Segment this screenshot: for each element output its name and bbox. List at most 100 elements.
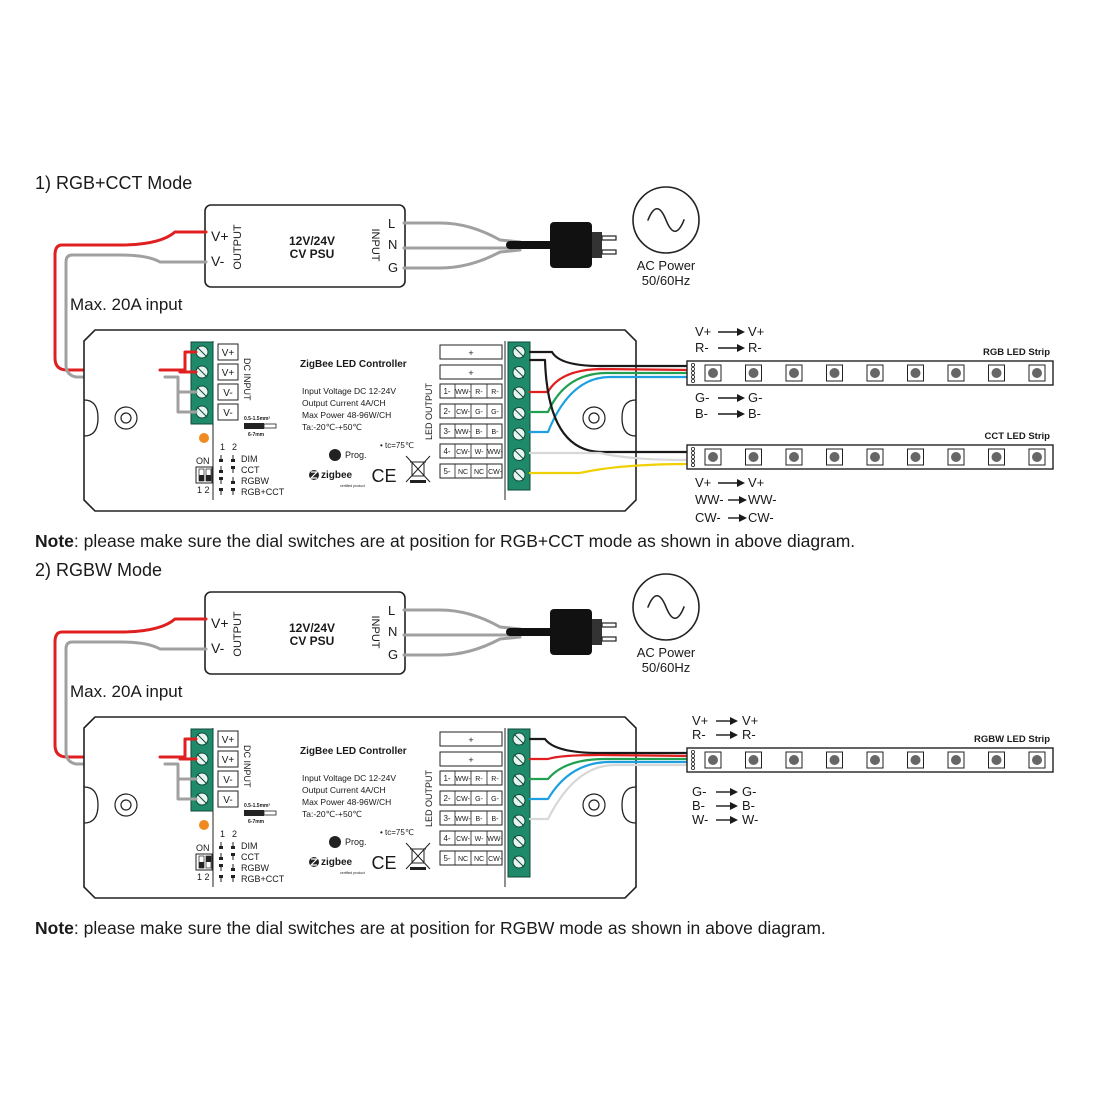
mapping-from: B- <box>695 406 708 421</box>
note-text: Note: please make sure the dial switches… <box>35 918 826 938</box>
max-input-label: Max. 20A input <box>70 682 183 701</box>
output-cell: CW- <box>456 449 471 456</box>
wire-end-icon <box>244 423 264 429</box>
ac-wiring <box>402 221 617 270</box>
output-cell: W- <box>475 449 484 456</box>
dc-input-label: DC INPUT <box>242 358 252 401</box>
spec-line: Ta:-20℃-+50℃ <box>302 422 362 432</box>
output-cell: R- <box>475 389 483 396</box>
mapping-to: V+ <box>748 324 764 339</box>
ce-mark: CE <box>371 466 396 486</box>
led-strip: CCT LED Strip <box>686 431 1054 470</box>
psu-vminus-label: V- <box>211 640 225 656</box>
output-cell: CW- <box>456 836 471 843</box>
output-channel-cell: 5- <box>443 854 450 863</box>
note-bold-label: Note <box>35 918 74 938</box>
psu-G-label: G <box>388 647 398 662</box>
output-mapping-table: ++1-WW-R-R-2-CW-G-G-3-WW-B-B-4-CW-W-WW-5… <box>439 731 503 866</box>
output-terminal-block <box>507 728 531 878</box>
note-body: : please make sure the dial switches are… <box>74 918 826 938</box>
output-cell: B- <box>492 816 500 823</box>
mapping-from: R- <box>695 340 709 355</box>
output-cell: G- <box>491 796 499 803</box>
input-terminal-label: V- <box>223 388 232 399</box>
out-white <box>528 763 692 821</box>
output-cell: WW- <box>455 429 471 436</box>
dc-red-wire <box>53 617 208 759</box>
zigbee-certified-text: certified product <box>340 871 365 875</box>
mapping-from: B- <box>692 798 705 813</box>
output-channel-cell: 2- <box>443 794 450 803</box>
mode-label: CCT <box>241 465 260 475</box>
sine-wave-path <box>647 207 685 233</box>
output-cell: WW- <box>487 449 503 456</box>
switch-number-2: 2 <box>232 829 237 839</box>
wire-size-label: 0.5-1.5mm² <box>244 803 270 809</box>
ac-wiring <box>402 608 617 657</box>
tc-label: • tc=75℃ <box>380 441 414 450</box>
sine-wave-icon <box>632 573 700 641</box>
psu-rating-line2: CV PSU <box>290 247 335 261</box>
psu-vplus-label: V+ <box>211 615 229 631</box>
mode-label: RGBW <box>241 476 270 486</box>
psu-output-label: OUTPUT <box>232 611 244 657</box>
psu-vminus-label: V- <box>211 253 225 269</box>
psu-L-label: L <box>388 603 395 618</box>
wire-L <box>402 608 522 631</box>
output-cell: WW- <box>455 816 471 823</box>
dip-on-label: ON <box>196 456 210 466</box>
mode-label: RGB+CCT <box>241 487 285 497</box>
zigbee-logo-icon <box>309 857 319 867</box>
mapping-arrow-icon <box>718 328 745 336</box>
led-output-label: LED OUTPUT <box>424 769 434 827</box>
jumper-red <box>158 737 198 759</box>
zigbee-logo-icon <box>309 470 319 480</box>
output-channel-cell: 1- <box>443 774 450 783</box>
mounting-hole-icon <box>582 406 606 430</box>
dc-red-wire <box>53 230 208 372</box>
prog-label: Prog. <box>345 450 367 460</box>
led-strip: RGBW LED Strip <box>686 734 1054 773</box>
output-channel-cell: 3- <box>443 427 450 436</box>
section-title: 1) RGB+CCT Mode <box>35 173 192 193</box>
output-mapping-table: ++1-WW-R-R-2-CW-G-G-3-WW-B-B-4-CW-W-WW-5… <box>439 344 503 479</box>
mapping-arrow-icon <box>718 410 745 418</box>
section-title: 2) RGBW Mode <box>35 560 162 580</box>
ac-frequency-label: 50/60Hz <box>642 273 690 288</box>
led-strip: RGB LED Strip <box>686 347 1054 386</box>
out-green <box>528 757 692 781</box>
controller-title: ZigBee LED Controller <box>300 746 407 757</box>
jumper-red <box>158 350 198 372</box>
wire-size-label: 0.5-1.5mm² <box>244 416 270 422</box>
output-cell: NC <box>458 856 468 863</box>
output-wiring <box>528 737 692 821</box>
output-header-cell: + <box>468 348 473 358</box>
mapping-from: V+ <box>695 324 711 339</box>
strip-label: RGB LED Strip <box>983 347 1050 358</box>
zigbee-logo-text: zigbee <box>321 857 353 868</box>
mode-label: RGB+CCT <box>241 874 285 884</box>
mapping-from: R- <box>692 727 706 742</box>
psu-input-label: INPUT <box>369 616 381 649</box>
output-cell: NC <box>474 469 484 476</box>
psu-G-label: G <box>388 260 398 275</box>
output-cell: NC <box>458 469 468 476</box>
input-terminal-block: V+V+V-V- <box>190 341 239 425</box>
wire-G <box>402 248 522 270</box>
jumper-grey <box>163 762 198 781</box>
output-cell: G- <box>475 409 483 416</box>
jumper-grey-2 <box>176 777 198 801</box>
psu-rating-line1: 12V/24V <box>289 234 335 248</box>
strip-length-label: 6-7mm <box>248 819 265 825</box>
zigbee-logo-text: zigbee <box>321 470 353 481</box>
ac-power-label: AC Power <box>637 258 696 273</box>
note-body: : please make sure the dial switches are… <box>74 531 855 551</box>
output-channel-cell: 5- <box>443 467 450 476</box>
switch-number-2: 2 <box>232 442 237 452</box>
prog-button-icon <box>329 449 341 461</box>
psu-rating-line1: 12V/24V <box>289 621 335 635</box>
